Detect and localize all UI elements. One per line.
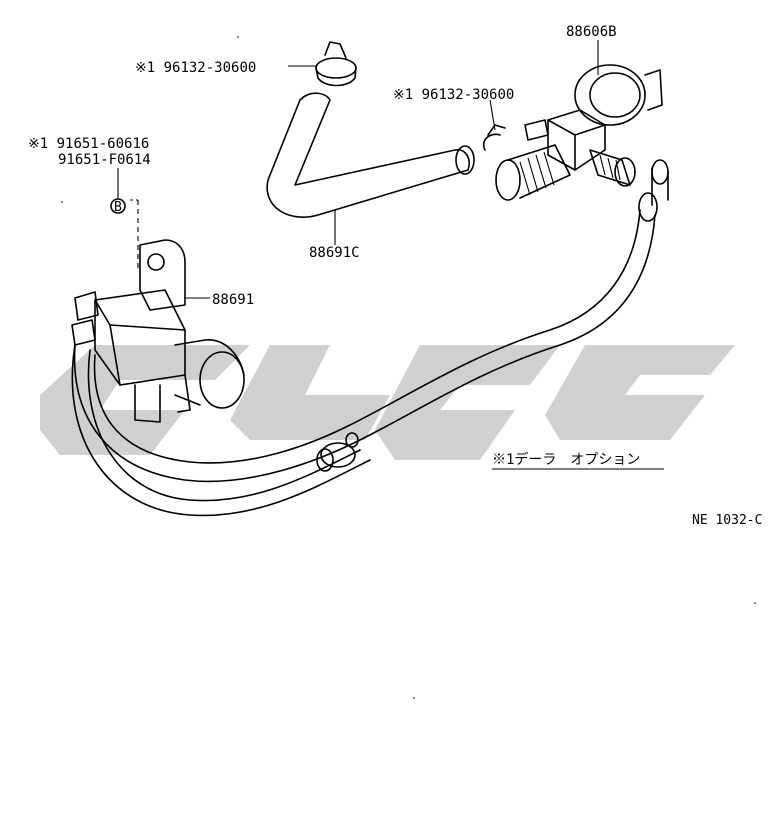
- scan-speck: [237, 36, 239, 38]
- label-bolt-line2: 91651-F0614: [58, 152, 151, 168]
- clamp-top: [288, 41, 357, 87]
- label-clamp-right: ※1 96132-30600: [393, 87, 514, 103]
- label-bolt-callout: B: [114, 200, 122, 215]
- vsv-solenoid: [71, 239, 245, 423]
- label-vsv-part: 88691: [212, 292, 254, 308]
- watermark-logo: [40, 345, 735, 460]
- label-clamp-top: ※1 96132-30600: [135, 60, 256, 76]
- label-valve-part: 88606B: [566, 24, 617, 40]
- label-bolt-line1: ※1 91651-60616: [28, 136, 149, 152]
- label-dealer-option-note: ※1デーラ オプション: [492, 451, 640, 468]
- label-hose-part: 88691C: [309, 245, 360, 261]
- inline-fitting: [316, 432, 359, 472]
- bent-hose: [266, 92, 475, 245]
- scan-speck: [413, 697, 415, 699]
- main-hose: [71, 159, 669, 517]
- bolt-callout: [110, 168, 139, 270]
- label-drawing-code: NE 1032-C: [692, 513, 762, 528]
- valve-assembly: [482, 40, 663, 201]
- scan-speck: [754, 602, 756, 604]
- scan-speck: [61, 201, 63, 203]
